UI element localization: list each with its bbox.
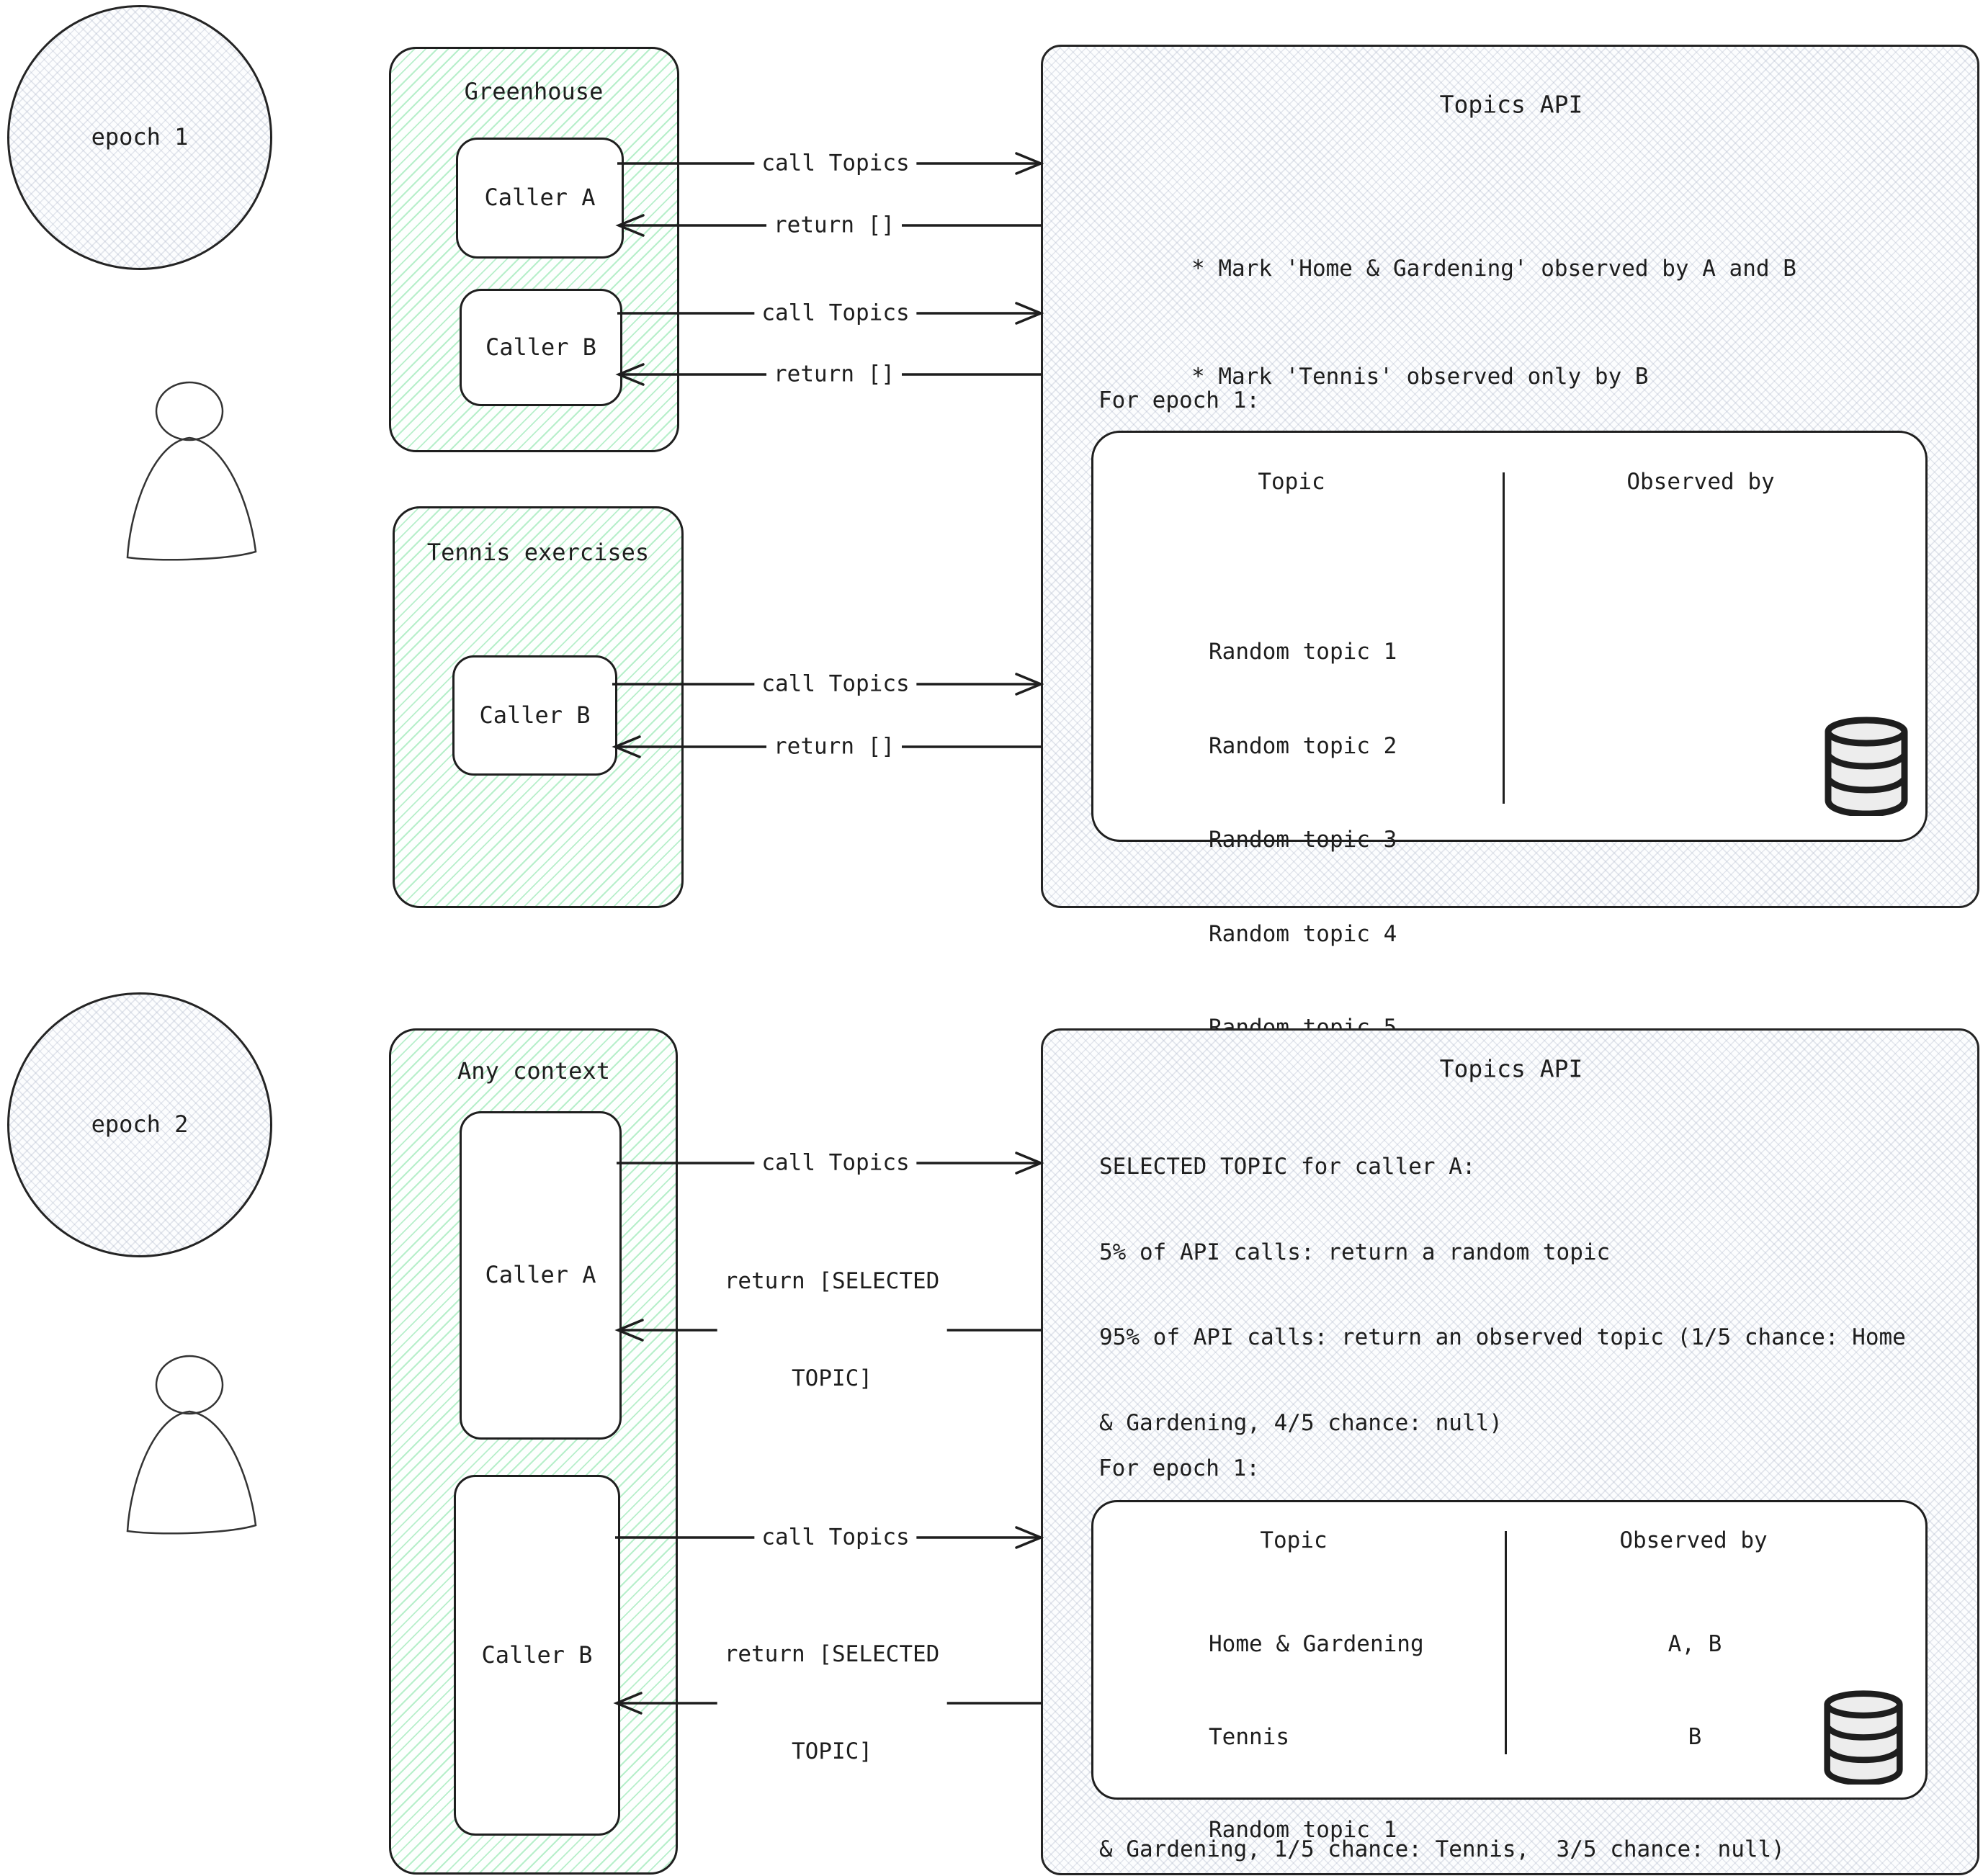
caller-a-label: Caller A — [485, 1261, 596, 1289]
topics-api-title-1: Topics API — [1439, 90, 1583, 119]
greenhouse-title: Greenhouse — [464, 78, 604, 106]
call-topics-label: call Topics — [754, 1145, 917, 1181]
table-row: Random topic 4 — [1209, 920, 1397, 947]
api-note-2: * Mark 'Tennis' observed only by B — [1191, 364, 1649, 390]
observed-cell: B — [1688, 1724, 1702, 1750]
table-row: Random topic 1 — [1209, 1817, 1397, 1843]
caller-b-label: Caller B — [481, 1641, 593, 1669]
return-selected-line2: TOPIC] — [792, 1738, 872, 1764]
topic-column-header: Topic — [1260, 1527, 1328, 1553]
return-selected-line2: TOPIC] — [792, 1365, 872, 1391]
person-icon — [126, 1355, 257, 1535]
table-row: Tennis — [1209, 1724, 1289, 1750]
for-epoch-label-2: For epoch 1: — [1098, 1455, 1260, 1481]
column-divider — [1505, 1531, 1507, 1754]
database-icon — [1824, 1690, 1903, 1785]
column-divider — [1503, 472, 1505, 804]
return-empty-label: return [] — [766, 356, 902, 392]
person-icon — [126, 381, 257, 561]
topics-api-title-2: Topics API — [1439, 1054, 1583, 1083]
topic-rows: Home & Gardening Tennis Random topic 1 R… — [1209, 1567, 1424, 1876]
any-context-box: Any context Caller A Caller B — [389, 1028, 678, 1875]
call-topics-label: call Topics — [754, 1520, 917, 1556]
rule-line: 95% of API calls: return an observed top… — [1099, 1324, 1906, 1350]
table-row: Random topic 1 — [1209, 639, 1397, 665]
caller-b-box: Caller B — [460, 289, 622, 406]
rule-line: 5% of API calls: return a random topic — [1099, 1239, 1611, 1265]
tennis-title: Tennis exercises — [426, 539, 650, 567]
table-row: Random topic 2 — [1209, 732, 1397, 759]
caller-b-label: Caller B — [485, 333, 597, 361]
observed-column-header: Observed by — [1626, 468, 1775, 495]
caller-b-box-epoch2: Caller B — [454, 1475, 620, 1836]
return-selected-topic-label: return [SELECTED TOPIC] — [717, 1199, 947, 1461]
epoch-2-label: epoch 2 — [91, 1110, 189, 1139]
rule-line: SELECTED TOPIC for caller A: — [1099, 1154, 1476, 1180]
return-empty-label: return [] — [766, 729, 902, 765]
any-context-title: Any context — [457, 1057, 610, 1085]
database-icon — [1825, 717, 1908, 816]
epoch-2-bubble: epoch 2 — [7, 992, 272, 1257]
api-notes: * Mark 'Home & Gardening' observed by A … — [1191, 179, 1796, 467]
return-selected-topic-label: return [SELECTED TOPIC] — [717, 1572, 947, 1834]
table-row: Home & Gardening — [1209, 1631, 1424, 1657]
greenhouse-context-box: Greenhouse Caller A Caller B — [389, 47, 679, 452]
epoch-1-bubble: epoch 1 — [7, 5, 272, 270]
caller-a-label: Caller A — [484, 184, 596, 212]
topics-table-2: Topic Observed by Home & Gardening Tenni… — [1091, 1500, 1928, 1843]
observed-rows: A, B B — [1554, 1567, 1835, 1876]
call-topics-label: call Topics — [754, 295, 917, 331]
rule-line: & Gardening, 1/5 chance: Tennis, 3/5 cha… — [1099, 1836, 1785, 1862]
tennis-context-box: Tennis exercises Caller B — [393, 506, 684, 908]
return-selected-line1: return [SELECTED — [724, 1268, 940, 1294]
observed-column-header: Observed by — [1619, 1527, 1768, 1553]
rule-line: & Gardening, 4/5 chance: null) — [1099, 1409, 1503, 1436]
call-topics-label: call Topics — [754, 666, 917, 702]
topic-column-header: Topic — [1258, 468, 1325, 495]
topics-api-box-epoch1: Topics API * Mark 'Home & Gardening' obs… — [1041, 45, 1979, 1041]
for-epoch-label-1: For epoch 1: — [1098, 387, 1260, 413]
topics-table-1: Topic Observed by Random topic 1 Random … — [1091, 431, 1928, 1041]
caller-a-box: Caller A — [456, 138, 624, 259]
return-empty-label: return [] — [766, 207, 902, 243]
topic-rows: Random topic 1 Random topic 2 Random top… — [1209, 574, 1397, 1107]
caller-a-box-epoch2: Caller A — [460, 1111, 622, 1440]
topics-api-box-epoch2: Topics API SELECTED TOPIC for caller A: … — [1041, 1028, 1979, 1875]
tennis-caller-b-label: Caller B — [479, 701, 591, 729]
call-topics-label: call Topics — [754, 145, 917, 181]
epoch-1-label: epoch 1 — [91, 123, 189, 151]
return-selected-line1: return [SELECTED — [724, 1641, 940, 1667]
observed-cell: A, B — [1668, 1631, 1722, 1657]
api-note-1: * Mark 'Home & Gardening' observed by A … — [1191, 256, 1796, 282]
tennis-caller-b-box: Caller B — [452, 655, 617, 776]
table-row: Random topic 3 — [1209, 827, 1397, 853]
